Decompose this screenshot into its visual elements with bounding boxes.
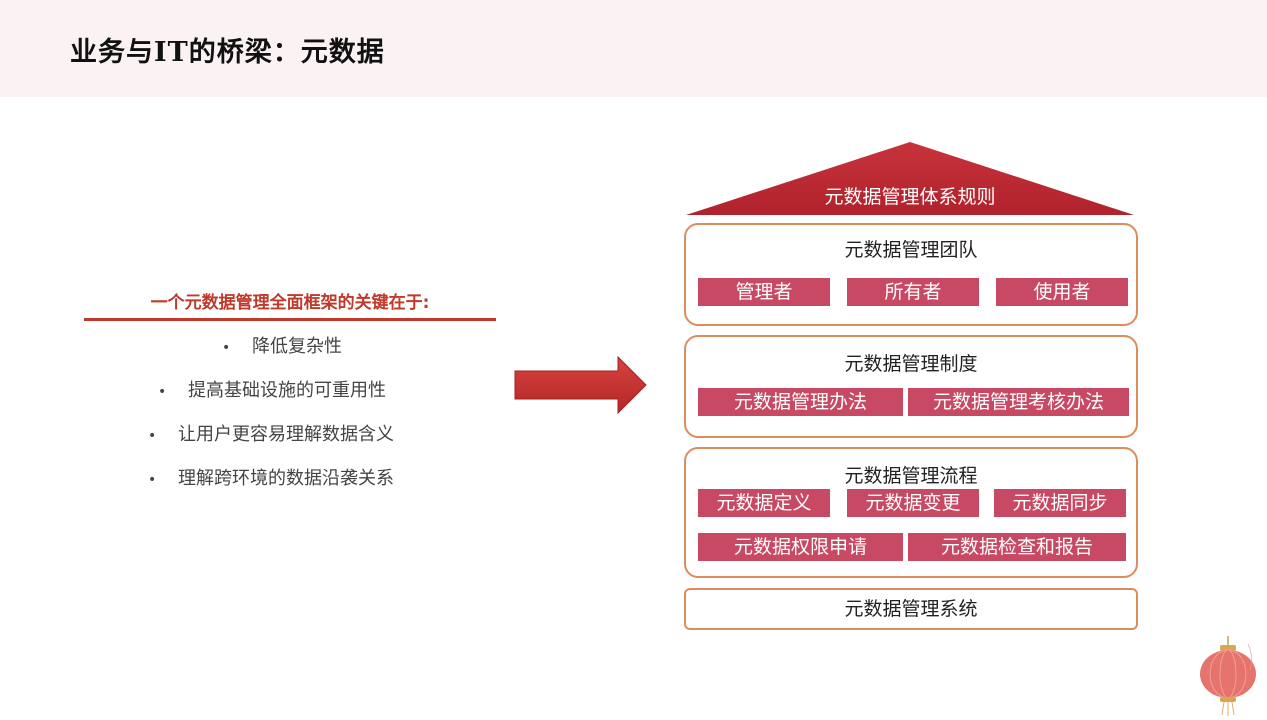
header-bar: 业务与IT的桥梁：元数据 xyxy=(0,0,1267,97)
system-box: 元数据管理系统 xyxy=(684,588,1138,630)
heading-underline xyxy=(84,318,496,321)
roof-triangle xyxy=(686,142,1134,215)
list-item: • 理解跨环境的数据沿袭关系 xyxy=(148,464,394,490)
bullet-text: 理解跨环境的数据沿袭关系 xyxy=(178,468,394,489)
policy-panel: 元数据管理制度 元数据管理办法 元数据管理考核办法 xyxy=(684,335,1138,438)
page-title: 业务与IT的桥梁：元数据 xyxy=(70,37,385,68)
roof-label: 元数据管理体系规则 xyxy=(824,186,996,208)
bullet-text: 降低复杂性 xyxy=(252,336,342,357)
bullet-text: 让用户更容易理解数据含义 xyxy=(178,424,394,445)
tag-definition: 元数据定义 xyxy=(698,489,830,517)
process-panel: 元数据管理流程 元数据定义 元数据变更 元数据同步 元数据权限申请 元数据检查和… xyxy=(684,447,1138,578)
team-panel: 元数据管理团队 管理者 所有者 使用者 xyxy=(684,223,1138,326)
team-title: 元数据管理团队 xyxy=(844,239,978,261)
tag-assessment-method: 元数据管理考核办法 xyxy=(908,388,1129,416)
bullet-dot: • xyxy=(222,340,231,356)
tag-inspection-report: 元数据检查和报告 xyxy=(908,533,1126,561)
list-item: • 提高基础设施的可重用性 xyxy=(158,376,386,402)
bullet-text: 提高基础设施的可重用性 xyxy=(188,380,386,401)
list-item: • 降低复杂性 xyxy=(222,332,342,358)
tag-owner: 所有者 xyxy=(847,278,979,306)
tag-change: 元数据变更 xyxy=(847,489,979,517)
lantern-icon xyxy=(1200,636,1256,716)
policy-title: 元数据管理制度 xyxy=(844,353,978,375)
tag-sync: 元数据同步 xyxy=(994,489,1126,517)
bullet-dot: • xyxy=(148,472,157,488)
bullet-dot: • xyxy=(158,384,167,400)
tag-management-method: 元数据管理办法 xyxy=(698,388,903,416)
bullet-dot: • xyxy=(148,428,157,444)
tag-permission-request: 元数据权限申请 xyxy=(698,533,903,561)
key-heading: 一个元数据管理全面框架的关键在于: xyxy=(150,293,430,313)
right-arrow-icon xyxy=(514,356,647,414)
tag-user: 使用者 xyxy=(996,278,1128,306)
tag-manager: 管理者 xyxy=(698,278,830,306)
list-item: • 让用户更容易理解数据含义 xyxy=(148,420,394,446)
process-title: 元数据管理流程 xyxy=(844,465,978,487)
